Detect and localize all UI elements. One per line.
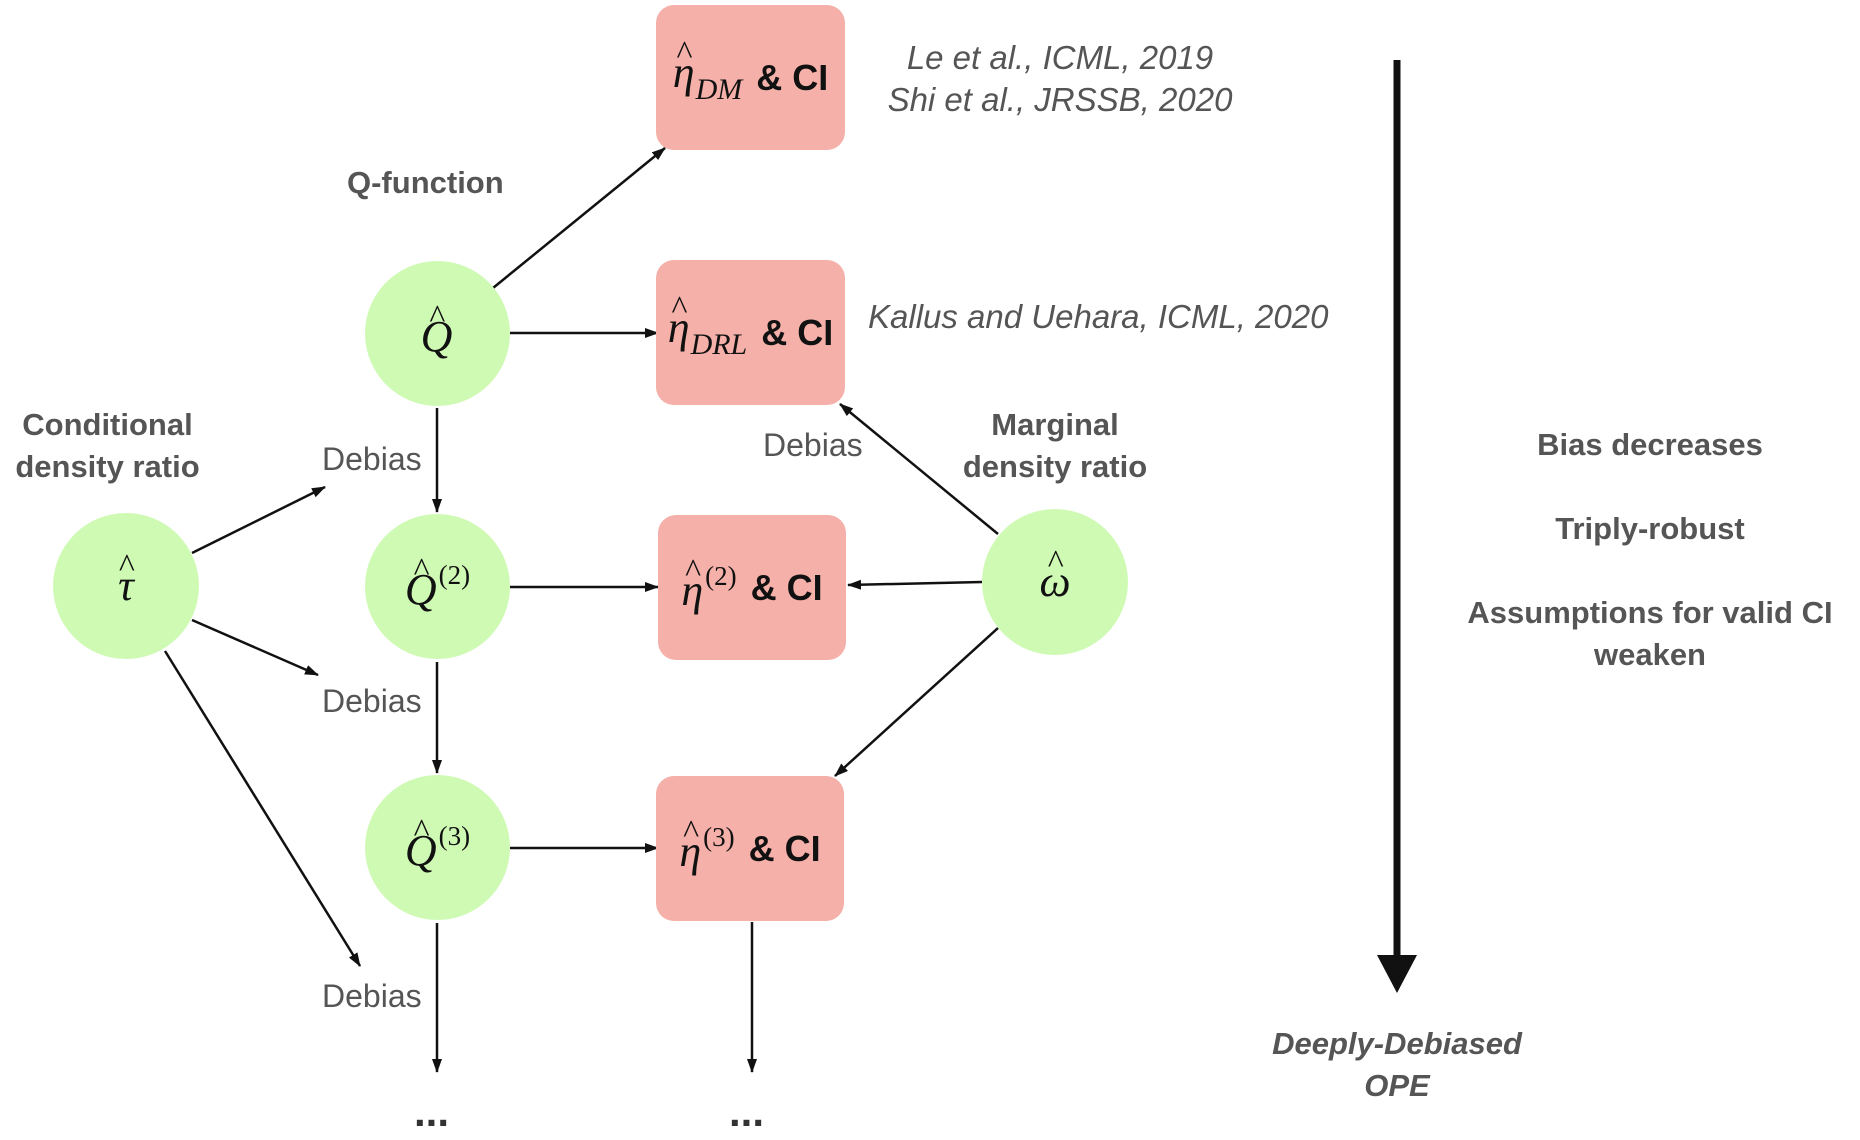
downward-arrow-head	[1377, 955, 1417, 993]
assumptions-note-line1: Assumptions for valid CI	[1467, 595, 1833, 630]
q-hat-node: Q	[365, 261, 510, 406]
omega-hat-node: ω	[982, 509, 1128, 655]
eta3-box: η(3) & CI	[656, 776, 844, 921]
edge-omega-eta2	[847, 579, 983, 590]
eta3-symbol: η	[679, 829, 701, 874]
edge-tau-debias2	[191, 618, 319, 677]
caption-line2: OPE	[1364, 1068, 1430, 1103]
assumptions-note-line2: weaken	[1593, 637, 1706, 672]
q2-hat-node: Q(2)	[365, 514, 510, 659]
q2-hat-superscript: (2)	[438, 559, 471, 590]
edge-tau-debias1	[191, 485, 326, 555]
edge-omega-drl	[839, 403, 999, 535]
eta-drl-subscript: DRL	[690, 327, 748, 361]
eta2-ci-label: & CI	[750, 566, 823, 608]
eta-drl-ci-label: & CI	[761, 311, 834, 353]
debias-label-marginal: Debias	[763, 427, 863, 463]
ellipsis-left: ...	[414, 1088, 450, 1135]
reference-dm: Le et al., ICML, 2019 Shi et al., JRSSB,…	[865, 37, 1255, 121]
marginal-density-heading: Marginal density ratio	[945, 404, 1165, 488]
reference-dm-line1: Le et al., ICML, 2019	[906, 39, 1214, 76]
debias-label-1: Debias	[322, 441, 422, 477]
conditional-density-heading: Conditional density ratio	[0, 404, 215, 488]
eta-drl-symbol: η	[668, 305, 690, 350]
edge-omega-eta3	[834, 627, 999, 777]
conditional-heading-line2: density ratio	[15, 449, 200, 484]
q3-hat-superscript: (3)	[438, 820, 471, 851]
tau-hat-symbol: τ	[118, 564, 134, 608]
eta-dm-box: ηDM & CI	[656, 5, 845, 150]
eta-dm-ci-label: & CI	[756, 56, 829, 98]
tau-hat-node: τ	[53, 513, 199, 659]
marginal-heading-line2: density ratio	[962, 449, 1148, 484]
eta2-box: η(2) & CI	[658, 515, 846, 660]
eta2-symbol: η	[681, 568, 703, 613]
q3-hat-node: Q(3)	[365, 775, 510, 920]
reference-dm-line2: Shi et al., JRSSB, 2020	[887, 81, 1233, 118]
marginal-heading-line1: Marginal	[991, 407, 1119, 442]
q3-hat-symbol: Q	[405, 828, 437, 873]
edge-q1-dm	[492, 147, 666, 289]
eta2-superscript: (2)	[705, 560, 737, 591]
reference-drl: Kallus and Uehara, ICML, 2020	[868, 298, 1329, 335]
assumptions-note: Assumptions for valid CI weaken	[1440, 592, 1860, 676]
caption-line1: Deeply-Debiased	[1272, 1026, 1522, 1061]
eta-drl-box: ηDRL & CI	[656, 260, 845, 405]
debias-label-3: Debias	[322, 978, 422, 1014]
conditional-heading-line1: Conditional	[22, 407, 193, 442]
q-function-heading: Q-function	[347, 165, 504, 200]
eta3-ci-label: & CI	[748, 827, 821, 869]
omega-hat-symbol: ω	[1039, 560, 1070, 604]
eta-dm-symbol: η	[673, 50, 695, 95]
bias-decreases-note: Bias decreases	[1537, 427, 1763, 462]
triply-robust-note: Triply-robust	[1555, 511, 1745, 546]
debias-label-2: Debias	[322, 683, 422, 719]
edge-tau-debias3	[163, 650, 362, 967]
q2-hat-symbol: Q	[405, 567, 437, 612]
q-hat-symbol: Q	[421, 314, 453, 359]
eta3-superscript: (3)	[703, 821, 735, 852]
ellipsis-right: ...	[729, 1088, 765, 1135]
deeply-debiased-caption: Deeply-Debiased OPE	[1222, 1023, 1572, 1107]
eta-dm-subscript: DM	[695, 72, 743, 106]
